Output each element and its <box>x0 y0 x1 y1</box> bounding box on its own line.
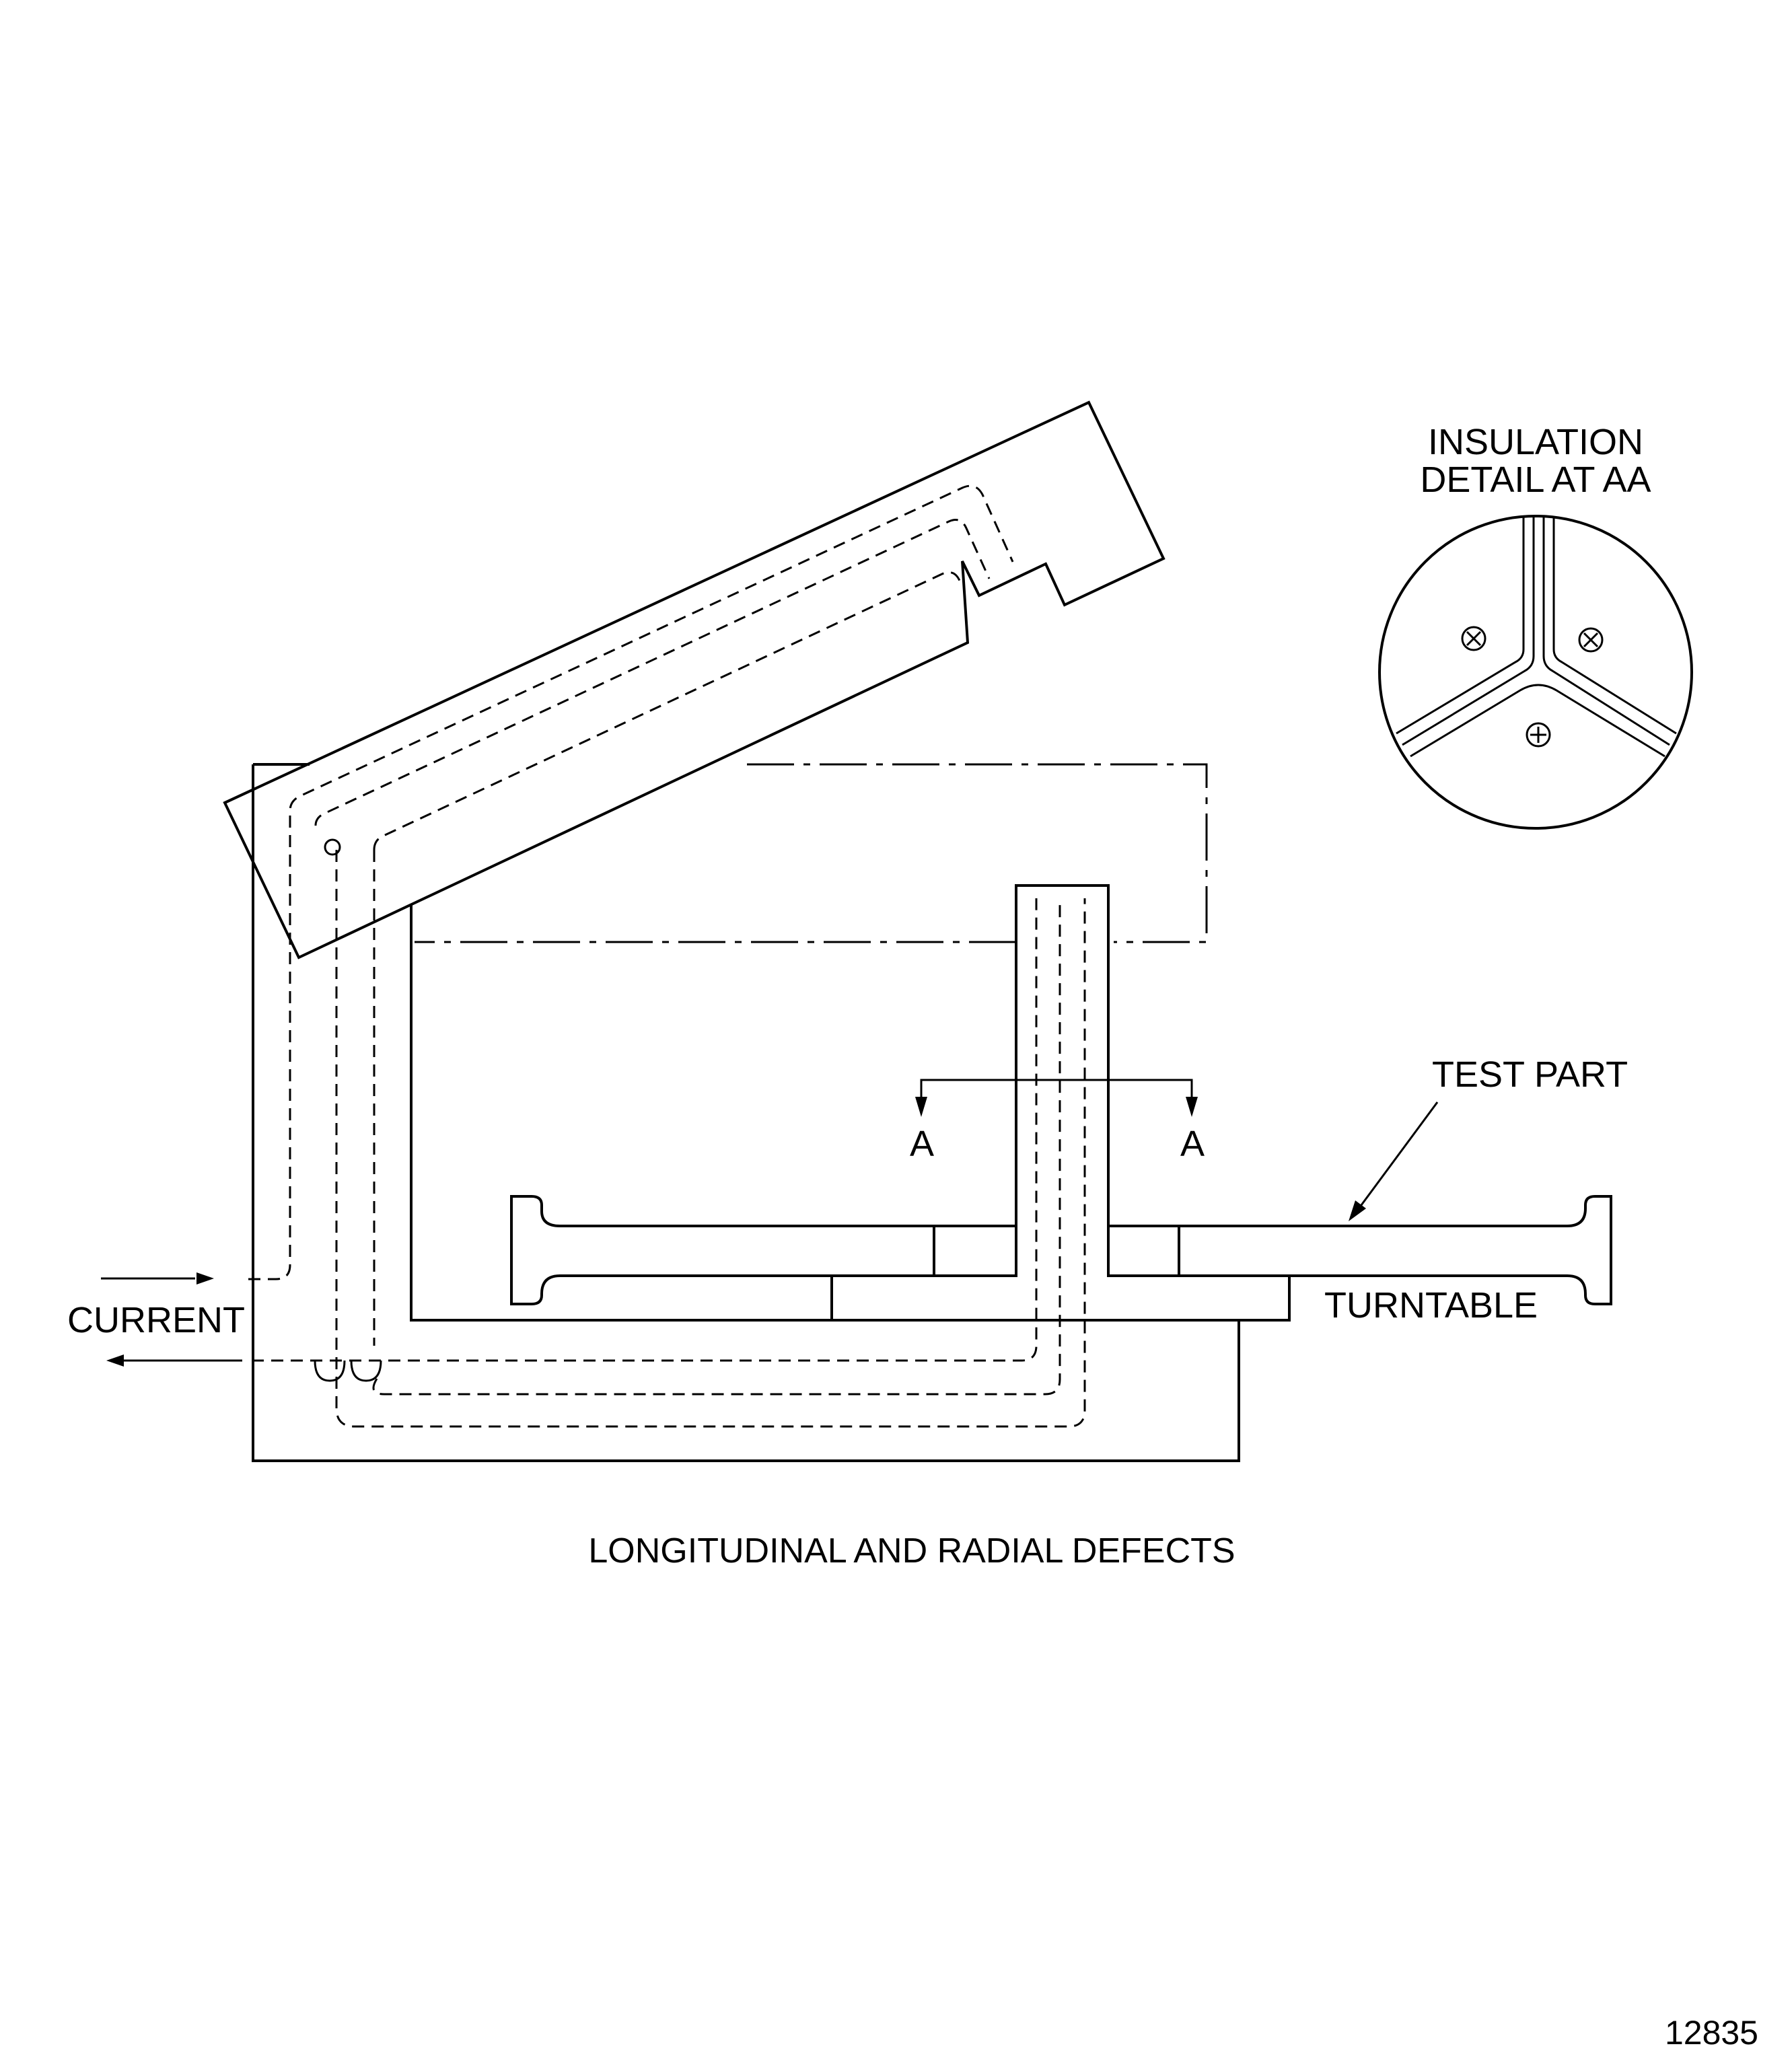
section-label-right: A <box>1180 1124 1205 1164</box>
bolt-symbol-right <box>1578 627 1604 653</box>
current-label: CURRENT <box>67 1300 245 1340</box>
insulation-detail <box>1378 515 1693 830</box>
section-indicator <box>915 1079 1198 1117</box>
figure-caption: LONGITUDINAL AND RADIAL DEFECTS <box>588 1531 1235 1570</box>
inner-conductor-bar <box>410 884 1291 1322</box>
bolt-symbol-bottom <box>1526 722 1551 748</box>
test-part <box>510 1195 1612 1320</box>
current-paths <box>248 484 1086 1428</box>
insulation-label-line1: INSULATION <box>1428 422 1643 462</box>
wire-crossover-loops <box>314 1360 382 1382</box>
fixture-base <box>252 763 1240 1462</box>
figure-number: 12835 <box>1665 2014 1758 2052</box>
insulation-label-line2: DETAIL AT AA <box>1420 460 1651 500</box>
test-part-label: TEST PART <box>1432 1054 1628 1095</box>
section-label-left: A <box>910 1124 934 1164</box>
phantom-head-outline <box>415 763 1208 943</box>
turntable-label: TURNTABLE <box>1324 1285 1538 1326</box>
current-arrows <box>101 1272 242 1367</box>
bolt-symbol-left <box>1461 626 1486 651</box>
tilted-head-contact <box>223 400 1166 960</box>
test-part-leader-arrow <box>1349 1101 1439 1221</box>
